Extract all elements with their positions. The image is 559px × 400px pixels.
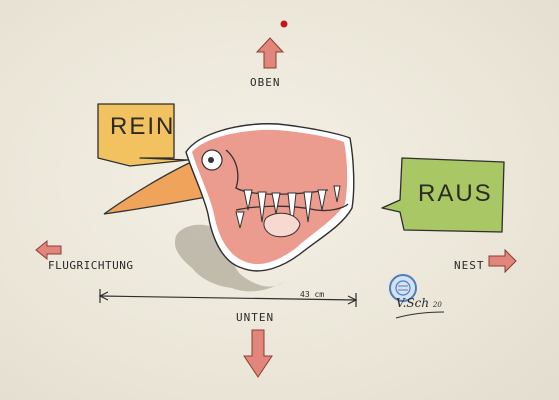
bird-tongue: [263, 212, 301, 238]
bird-pupil: [208, 157, 214, 163]
arrow-left-icon: [35, 239, 62, 261]
arrow-right-icon: [488, 248, 517, 274]
bird-beak: [103, 157, 213, 215]
arrow-up-icon: [255, 37, 285, 69]
bird-body: [192, 129, 348, 265]
measurement-label: 43 cm: [300, 290, 325, 299]
bird-teeth: [235, 185, 341, 231]
flugrichtung-label: FLUGRICHTUNG: [48, 259, 134, 272]
bird-jaw: [235, 203, 349, 212]
unten-label: UNTEN: [236, 311, 275, 324]
measurement-line: [98, 289, 358, 307]
oben-label: OBEN: [250, 76, 281, 89]
bird-spine: [225, 149, 329, 195]
nest-label: NEST: [454, 259, 485, 272]
arrow-down-icon: [243, 329, 273, 378]
stamp-icon: [389, 274, 417, 302]
signature-scribble: [395, 311, 445, 319]
raus-label: RAUS: [418, 180, 493, 207]
red-pin: [280, 20, 288, 28]
raus-speech-bubble: [381, 157, 505, 233]
signature-name: V.Sch: [396, 296, 430, 310]
signature-year: 20: [432, 301, 442, 309]
rein-label: REIN: [110, 113, 176, 140]
artist-signature: V.Sch 20: [396, 296, 442, 310]
